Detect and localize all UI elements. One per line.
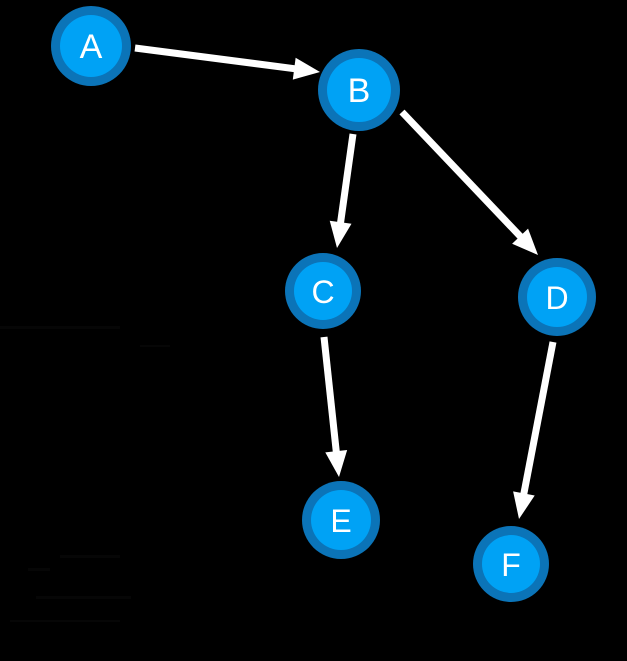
graph-node-d[interactable]: D [518,258,596,336]
edge-b-to-c[interactable] [329,133,357,248]
graph-node-f[interactable]: F [473,526,549,602]
arrowhead-icon [292,57,320,80]
node-fill [527,267,587,327]
edge-b-to-d[interactable] [399,109,538,255]
graph-node-b[interactable]: B [318,49,400,131]
edge-a-to-b[interactable] [134,44,320,80]
edge-shaft [320,336,341,456]
edge-shaft [134,44,299,73]
node-label-a: A [80,28,103,66]
graph-node-a[interactable]: A [51,6,131,86]
edges-layer [134,44,557,519]
node-label-e: E [330,503,351,539]
edge-d-to-f[interactable] [513,341,557,519]
arrowhead-icon [325,449,348,477]
node-label-d: D [545,280,568,316]
node-label-c: C [311,274,334,310]
node-fill [327,58,391,122]
edge-c-to-e[interactable] [320,336,348,477]
graph-node-e[interactable]: E [302,481,380,559]
edge-shaft [399,109,526,242]
arrowhead-icon [512,228,538,255]
edge-shaft [519,341,557,499]
arrowhead-icon [329,220,352,248]
node-fill [311,490,371,550]
node-label-b: B [348,72,371,110]
arrowhead-icon [513,491,535,519]
graph-node-c[interactable]: C [285,253,361,329]
edge-shaft [336,133,357,227]
node-label-f: F [501,547,521,583]
node-fill [482,535,540,593]
node-fill [294,262,352,320]
node-fill [60,15,122,77]
nodes-layer: A B C D E F [51,6,596,602]
